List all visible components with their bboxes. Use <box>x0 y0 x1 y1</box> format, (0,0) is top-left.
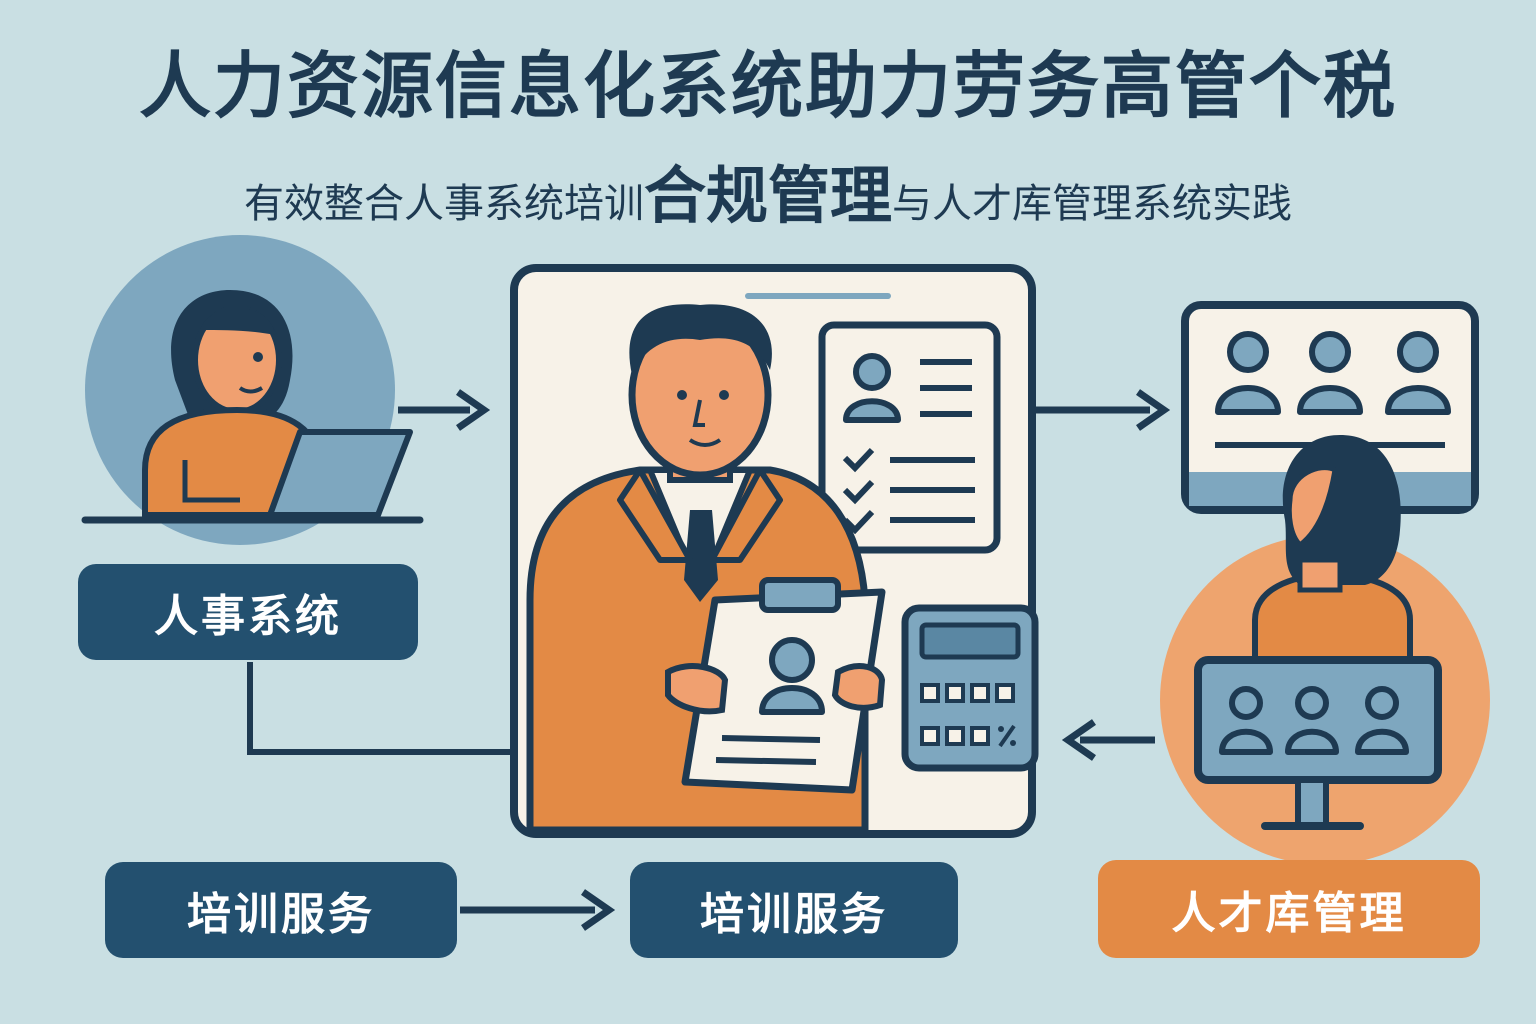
subtitle-highlight: 合规管理 <box>643 159 892 232</box>
page-subtitle: 有效整合人事系统培训合规管理与人才库管理系统实践 <box>0 165 1536 227</box>
monitor-people-icon <box>1181 301 1479 514</box>
checklist-icon <box>818 321 1001 554</box>
arrow-talent-to-center <box>1061 719 1155 761</box>
subtitle-part2: 与人才库管理系统实践 <box>892 181 1292 227</box>
connector-hr-to-center <box>247 662 515 755</box>
hr-worker-illustration <box>81 235 424 545</box>
subtitle-part1: 有效整合人事系统培训 <box>243 181 644 227</box>
arrow-center-to-talent <box>1035 389 1171 431</box>
hr-system-label: 人事系统 <box>78 564 418 660</box>
center-panel <box>510 264 1039 838</box>
training-service-label-left: 培训服务 <box>105 862 457 958</box>
talent-pool-label: 人才库管理 <box>1098 860 1480 958</box>
arrow-hr-to-center <box>398 389 491 431</box>
laptop-icon <box>267 429 413 518</box>
arrow-training-to-training <box>460 889 616 931</box>
page-title: 人力资源信息化系统助力劳务高管个税 <box>138 44 1397 128</box>
training-service-label-center: 培训服务 <box>630 862 958 958</box>
clipboard-icon <box>665 577 886 794</box>
talent-manager-illustration <box>1160 435 1490 865</box>
calculator-icon <box>901 604 1039 772</box>
